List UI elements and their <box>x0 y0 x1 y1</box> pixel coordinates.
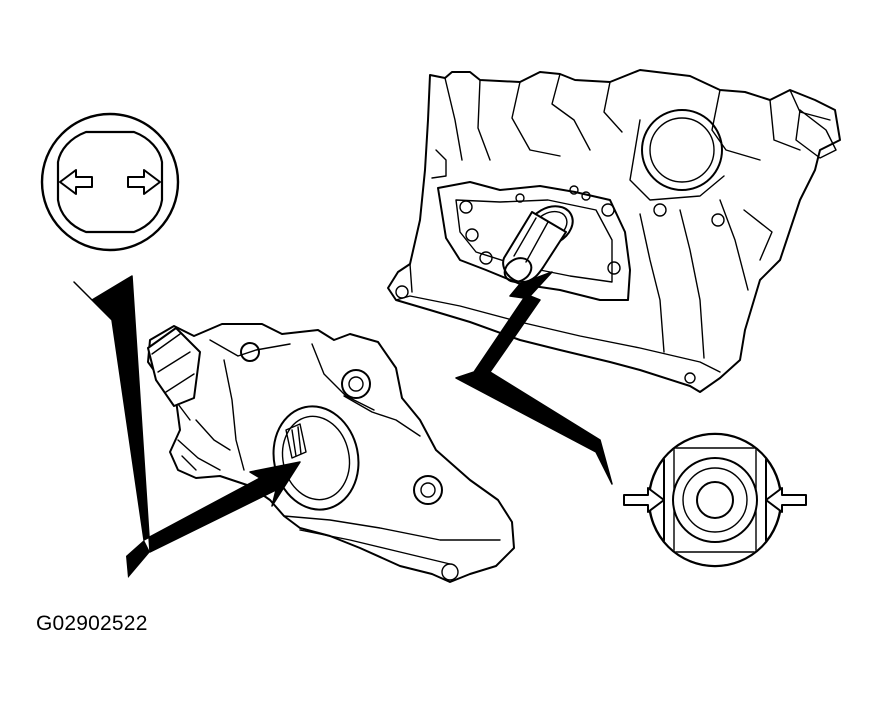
crankshaft-snout <box>502 205 574 283</box>
oil-pump-illustration <box>147 323 515 583</box>
leader-arrow-to-crank-snout <box>455 271 613 485</box>
leader-arrow-to-pump-bore <box>73 275 301 578</box>
engine-block-illustration <box>387 69 841 393</box>
oil-pump-drive-collar-detail <box>623 432 807 568</box>
figure-id-label: G02902522 <box>36 612 148 635</box>
double-inward-arrow-icon <box>623 487 807 513</box>
double-outward-arrow-icon <box>59 169 161 195</box>
oil-pump-shaft-flats-detail <box>40 112 180 252</box>
